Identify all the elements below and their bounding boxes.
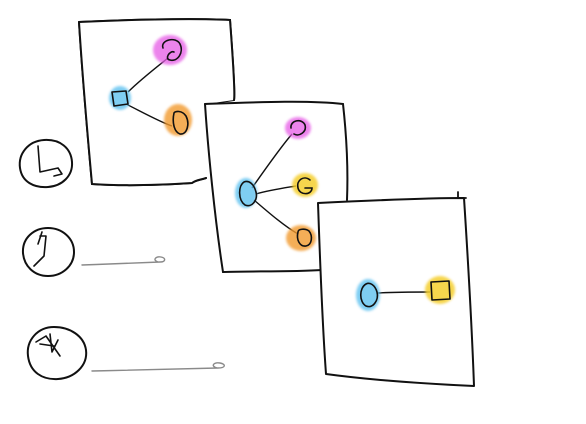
p2-node-yellow — [292, 173, 318, 197]
p2-node-blue-hub — [235, 178, 258, 208]
p2-node-pink — [285, 117, 311, 139]
panel-3 — [317, 191, 475, 387]
clock-icon — [26, 326, 88, 381]
clock-icon — [18, 138, 74, 189]
p2-edge-pink — [251, 133, 293, 189]
timeline-connector-3 — [91, 362, 225, 372]
p3-node-blue — [356, 279, 380, 311]
p3-node-yellow — [425, 276, 455, 304]
p1-node-orange — [164, 104, 192, 136]
p2-node-orange — [286, 225, 316, 251]
panel-1 — [78, 18, 236, 187]
clock-1 — [18, 138, 74, 189]
clock-2 — [21, 227, 166, 278]
p1-node-pink — [153, 35, 187, 65]
panel-2 — [204, 100, 349, 274]
p1-node-blue-hub — [109, 86, 131, 110]
clock-3 — [26, 326, 225, 381]
timeline-connector-2 — [81, 256, 166, 266]
clock-icon — [21, 227, 76, 278]
